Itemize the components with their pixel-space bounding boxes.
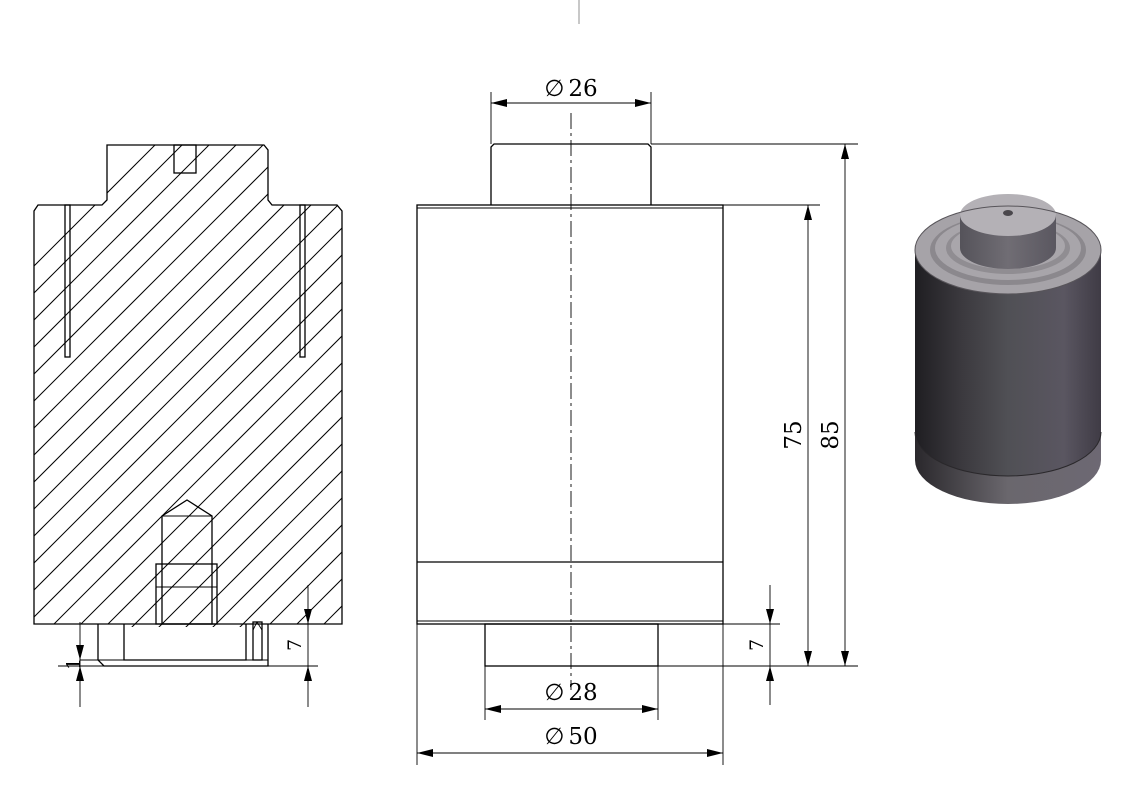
hatch-line xyxy=(34,145,342,627)
dim-base-height-front: 7 xyxy=(746,639,768,651)
right-groove xyxy=(299,204,306,358)
hatch-line xyxy=(34,145,342,627)
hatch-line xyxy=(34,145,342,627)
dim-total-height: 85 xyxy=(818,420,844,449)
hatch-line xyxy=(383,100,983,700)
hatch-line xyxy=(34,145,342,627)
hatch-line xyxy=(112,145,342,627)
isometric-model xyxy=(914,194,1102,504)
hatch-line xyxy=(139,145,342,627)
hatch-line xyxy=(34,145,282,627)
dim-top-diameter: ∅26 xyxy=(544,76,597,102)
hatch-line xyxy=(34,145,309,627)
hatch-line xyxy=(85,145,342,627)
dim-base-height-section: 7 xyxy=(284,639,306,651)
hatch-line xyxy=(247,145,342,627)
hatch-line xyxy=(34,145,342,627)
dim-bottom-diameter: ∅28 xyxy=(544,680,597,706)
hatch-line xyxy=(328,145,342,627)
hatch-line xyxy=(58,145,342,627)
hatch-line xyxy=(34,145,342,627)
hatch-line xyxy=(274,145,342,627)
hatch-line xyxy=(34,145,342,627)
hatch-line xyxy=(301,145,342,627)
hatch-line xyxy=(166,145,342,627)
hatch-line xyxy=(34,145,255,627)
hatch-line xyxy=(34,145,342,627)
hatch-line xyxy=(34,145,342,627)
hatch-line xyxy=(34,145,336,627)
hatch-line xyxy=(34,145,342,627)
hatch-line xyxy=(193,145,342,627)
bottom-boss xyxy=(484,623,659,667)
dim-body-diameter: ∅50 xyxy=(544,724,597,750)
section-outline xyxy=(33,144,343,625)
front-view: ∅26 75 85 7 ∅28 ∅50 xyxy=(416,76,858,765)
hatch-line xyxy=(220,145,342,627)
left-groove xyxy=(64,204,71,358)
dim-body-height: 75 xyxy=(781,420,807,449)
dim-small-step: 1 xyxy=(63,658,85,670)
hatch-line xyxy=(356,100,956,700)
main-body xyxy=(416,204,724,625)
hatch-line xyxy=(34,145,228,627)
